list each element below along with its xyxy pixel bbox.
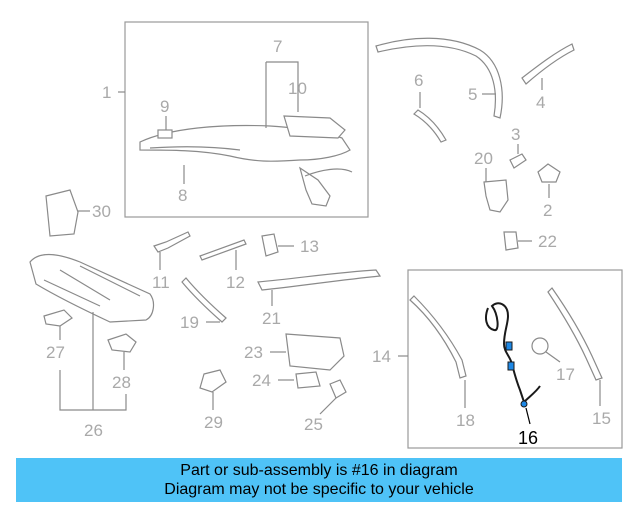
callout-30[interactable]: 30 [92, 202, 111, 221]
clip-part-24 [295, 371, 321, 389]
callout-17[interactable]: 17 [556, 365, 575, 384]
deflector-part-27 [43, 309, 73, 327]
bracket-part-2 [537, 163, 561, 183]
screw-part-3 [509, 153, 527, 169]
callout-28[interactable]: 28 [112, 373, 131, 392]
rail-part-21 [257, 269, 382, 291]
callout-18[interactable]: 18 [456, 411, 475, 430]
latch-part-22 [503, 231, 519, 251]
rear-window-part [283, 115, 346, 139]
callout-11[interactable]: 11 [152, 273, 170, 292]
callout-1[interactable]: 1 [102, 83, 111, 102]
callout-2[interactable]: 2 [543, 201, 552, 220]
group-box-14 [407, 269, 623, 449]
bracket-part-13 [261, 233, 279, 257]
callout-5[interactable]: 5 [468, 85, 477, 104]
callout-4[interactable]: 4 [536, 93, 545, 112]
callout-24[interactable]: 24 [252, 371, 271, 390]
callout-21[interactable]: 21 [262, 309, 281, 328]
seal-part-18 [409, 295, 467, 379]
callout-29[interactable]: 29 [204, 413, 223, 432]
seal-part-15 [547, 287, 603, 381]
callout-6[interactable]: 6 [414, 71, 423, 90]
callout-27[interactable]: 27 [46, 343, 65, 362]
rod-part-11 [153, 231, 191, 253]
seal-part-19 [181, 277, 227, 323]
connector-16b [507, 361, 515, 371]
callout-14[interactable]: 14 [372, 347, 391, 366]
wind-deflector-26 [29, 253, 155, 323]
parts-diagram: 1 7 10 9 8 5 4 6 3 2 20 22 30 27 28 [29, 21, 623, 449]
callout-23[interactable]: 23 [244, 343, 263, 362]
callout-3[interactable]: 3 [511, 125, 520, 144]
rod-part-12 [199, 239, 247, 261]
callout-16[interactable]: 16 [518, 428, 538, 448]
info-banner: Part or sub-assembly is #16 in diagram D… [16, 458, 622, 502]
callout-8[interactable]: 8 [178, 186, 187, 205]
callout-20[interactable]: 20 [474, 149, 493, 168]
connector-16a [505, 341, 513, 351]
callout-19[interactable]: 19 [180, 313, 199, 332]
callout-7[interactable]: 7 [273, 37, 282, 56]
hinge-part-20 [483, 179, 509, 213]
banner-line-2: Diagram may not be specific to your vehi… [164, 481, 474, 498]
weatherstrip-5 [375, 37, 503, 119]
group-box-1 [124, 21, 369, 218]
callout-22[interactable]: 22 [538, 232, 557, 251]
callout-15[interactable]: 15 [592, 409, 611, 428]
grommet-part-17 [531, 337, 549, 355]
fastener-part-25 [329, 379, 347, 399]
callout-9[interactable]: 9 [160, 97, 169, 116]
weatherstrip-4 [521, 43, 575, 85]
cover-part-23 [285, 333, 345, 371]
callout-13[interactable]: 13 [300, 237, 319, 256]
deflector-part-28 [107, 333, 137, 353]
callout-10[interactable]: 10 [288, 79, 307, 98]
clip-part-9 [157, 129, 173, 139]
banner-line-1: Part or sub-assembly is #16 in diagram [180, 462, 458, 479]
callout-25[interactable]: 25 [304, 415, 323, 434]
rear-bracket [298, 166, 331, 207]
panel-part-30 [45, 189, 79, 237]
callout-26[interactable]: 26 [84, 421, 103, 440]
connector-16c [520, 400, 528, 408]
wiring-harness-part-16[interactable] [485, 302, 541, 404]
handle-part-29 [199, 369, 227, 393]
seal-6 [413, 109, 447, 143]
callout-12[interactable]: 12 [226, 273, 245, 292]
